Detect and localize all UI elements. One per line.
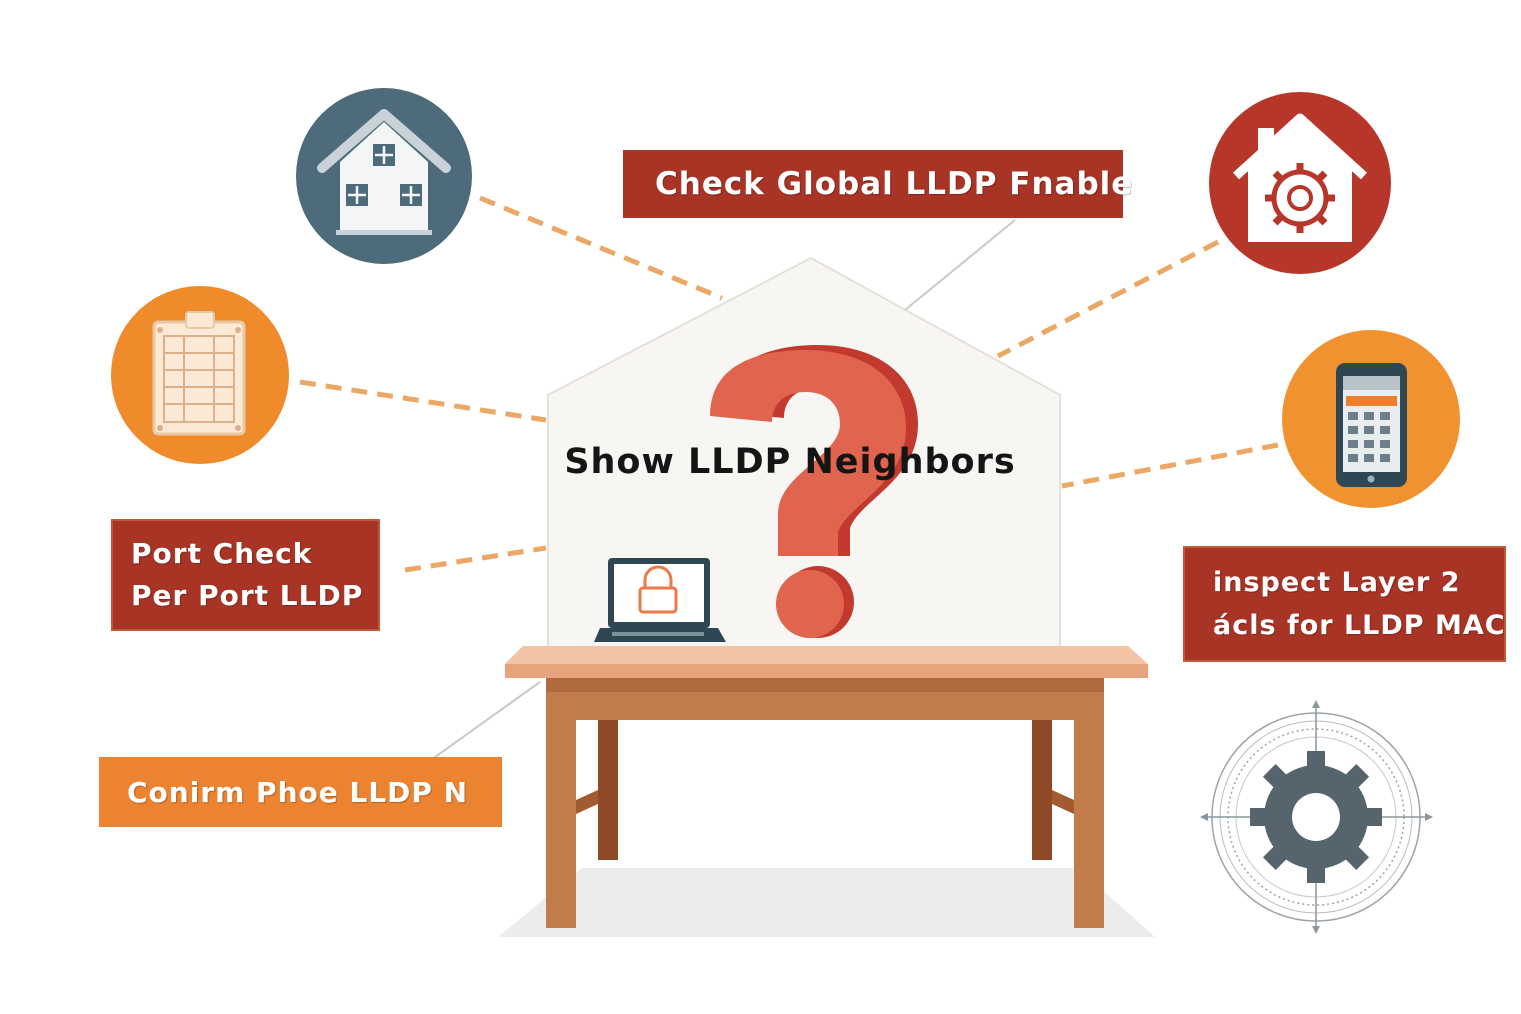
connector-clipboard [299,379,547,423]
acl-inspect-label: inspect Layer 2 ácls for LLDP MAC [1183,546,1506,662]
gear-dial-icon [1200,700,1433,934]
house-backdrop [547,256,1061,651]
center-title: Show LLDP Neighbors [564,442,1016,482]
port-check-line-1: Port Check [131,537,313,570]
connector-house-gear [996,239,1220,359]
table [505,646,1148,928]
global-lldp-text: Check Global LLDP Fnable [655,166,1134,202]
floor-shadow [498,868,1155,937]
connector-phone [1061,442,1279,489]
house-gear-icon [1209,92,1391,274]
port-check-label: Port Check Per Port LLDP [111,519,380,631]
connector-port-check [404,545,547,573]
smartphone-icon [1282,330,1460,508]
connector-house [479,195,723,301]
laptop-lock-icon [594,558,726,642]
global-lldp-label: Check Global LLDP Fnable [623,150,1134,218]
question-mark-icon [710,345,918,638]
acl-inspect-line-1: inspect Layer 2 [1213,567,1461,598]
phone-confirm-label: Conirm Phoe LLDP N [99,757,502,827]
connector-line-global [904,219,1016,311]
acl-inspect-line-2: ácls for LLDP MAC [1213,610,1506,641]
house-icon [296,88,472,264]
clipboard-icon [111,286,289,464]
port-check-line-2: Per Port LLDP [131,579,364,612]
phone-confirm-text: Conirm Phoe LLDP N [127,775,469,809]
